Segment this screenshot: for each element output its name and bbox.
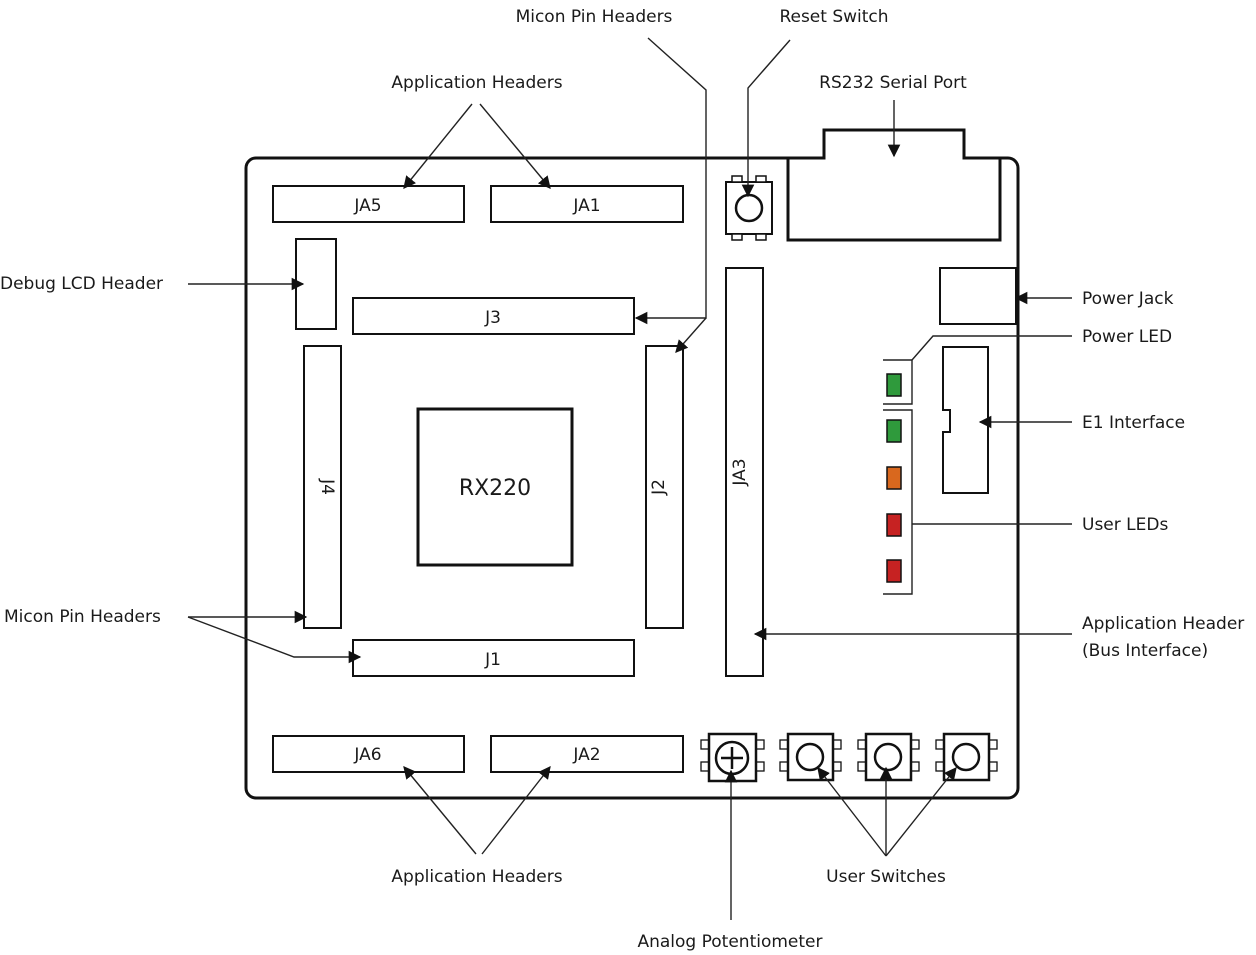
e1-interface-connector <box>942 346 989 494</box>
header-j2-label: J2 <box>649 479 669 496</box>
header-ja1-label: JA1 <box>572 196 600 216</box>
power-led <box>886 373 902 397</box>
power-jack <box>939 267 1017 325</box>
user-leds-bracket <box>883 409 913 595</box>
user-switch-1 <box>779 732 842 782</box>
header-ja2: JA2 <box>490 735 684 773</box>
callout-app-headers-bottom: Application Headers <box>391 867 562 887</box>
callout-micon-top: Micon Pin Headers <box>516 7 673 27</box>
header-ja3: JA3 <box>725 267 764 677</box>
header-ja6-label: JA6 <box>353 745 381 765</box>
header-j1-label: J1 <box>484 650 501 670</box>
header-ja5-label: JA5 <box>353 196 381 216</box>
header-j3: J3 <box>352 297 635 335</box>
chip-label: RX220 <box>459 476 531 501</box>
user-led-4 <box>886 559 902 583</box>
header-j4: J4 <box>303 345 342 629</box>
reset-switch <box>725 175 773 241</box>
callout-power-led: Power LED <box>1082 327 1172 347</box>
board-outline <box>244 156 1020 800</box>
header-ja1: JA1 <box>490 185 684 223</box>
callout-debug-lcd: Debug LCD Header <box>0 274 163 294</box>
callout-micon-left: Micon Pin Headers <box>4 607 161 627</box>
header-ja6: JA6 <box>272 735 465 773</box>
callout-app-header-bus: Application Header <box>1082 614 1244 634</box>
callout-reset-switch: Reset Switch <box>779 7 888 27</box>
leader-lines <box>187 37 1072 920</box>
header-j1: J1 <box>352 639 635 677</box>
rs232-connector <box>786 128 1002 242</box>
callout-bus-interface: (Bus Interface) <box>1082 641 1208 661</box>
callout-power-jack: Power Jack <box>1082 289 1174 309</box>
callout-analog-potentiometer: Analog Potentiometer <box>637 932 822 952</box>
callout-user-switches: User Switches <box>826 867 946 887</box>
callout-app-headers-top: Application Headers <box>391 73 562 93</box>
callout-e1-interface: E1 Interface <box>1082 413 1185 433</box>
callout-rs232: RS232 Serial Port <box>819 73 967 93</box>
user-led-3 <box>886 513 902 537</box>
user-led-1 <box>886 419 902 443</box>
user-switch-3 <box>935 732 998 782</box>
header-j3-label: J3 <box>484 308 501 328</box>
mcu-chip: RX220 <box>416 407 574 567</box>
header-ja5: JA5 <box>272 185 465 223</box>
user-led-2 <box>886 466 902 490</box>
header-j4-label: J4 <box>317 478 337 495</box>
analog-potentiometer <box>700 732 765 783</box>
header-ja2-label: JA2 <box>572 745 600 765</box>
callout-user-leds: User LEDs <box>1082 515 1168 535</box>
user-switch-2 <box>857 732 920 782</box>
power-led-bracket <box>883 359 913 405</box>
header-ja3-label: JA3 <box>730 458 750 486</box>
header-j2: J2 <box>645 345 684 629</box>
